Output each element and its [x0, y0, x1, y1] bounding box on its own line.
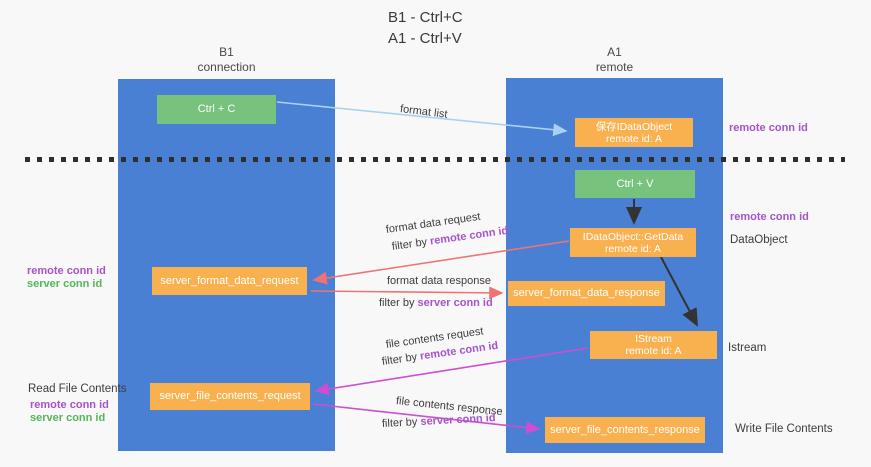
diagram-title: B1 - Ctrl+C A1 - Ctrl+V: [388, 7, 463, 49]
right-column-name: A1: [607, 45, 622, 59]
getdata-line1: IDataObject::GetData: [582, 230, 684, 243]
istream-side-label: Istream: [728, 342, 767, 354]
right-column-header: A1 remote: [506, 45, 723, 75]
server-file-contents-response-label: server_file_contents_response: [550, 423, 700, 436]
server-format-data-response-box: server_format_data_response: [508, 281, 665, 306]
left-column-name: B1: [219, 45, 234, 59]
left-column-header: B1 connection: [118, 45, 335, 75]
format-data-response-label: format data response: [387, 275, 491, 287]
istream-line2: remote id: A: [625, 345, 682, 357]
left-remote-conn-id-1: remote conn id: [27, 265, 106, 277]
getdata-line2: remote id: A: [604, 242, 662, 255]
getdata-box: IDataObject::GetData remote id: A: [570, 228, 696, 257]
save-idataobject-box: 保存IDataObject remote id: A: [575, 118, 693, 147]
format-list-label: format list: [399, 103, 449, 121]
remote-conn-id-label-mid: remote conn id: [730, 211, 809, 223]
filter-by-prefix: filter by: [381, 350, 421, 368]
server-format-data-request-label: server_format_data_request: [160, 274, 299, 287]
format-data-response-arrow: [310, 286, 504, 300]
filter-by-prefix: filter by: [379, 297, 418, 309]
remote-conn-id-label-top: remote conn id: [729, 122, 808, 134]
istream-box: IStream remote id: A: [590, 331, 717, 359]
title-line-1: B1 - Ctrl+C: [388, 9, 463, 26]
filter-by-prefix: filter by: [381, 415, 421, 430]
left-server-conn-id-1: server conn id: [27, 278, 103, 290]
ctrl-v-label: Ctrl + V: [616, 177, 654, 190]
session-separator-dashed-line: [25, 157, 845, 162]
left-server-conn-id-2: server conn id: [30, 412, 106, 424]
server-file-contents-request-box: server_file_contents_request: [150, 383, 310, 410]
ctrl-v-box: Ctrl + V: [575, 170, 695, 198]
istream-line1: IStream: [635, 333, 672, 345]
left-column-role: connection: [197, 60, 256, 74]
filter-by-prefix: filter by: [391, 235, 431, 253]
title-line-2: A1 - Ctrl+V: [388, 30, 462, 47]
server-format-data-response-label: server_format_data_response: [513, 287, 660, 299]
right-column-role: remote: [595, 60, 634, 74]
format-data-response-filter-label: filter by server conn id: [379, 297, 493, 310]
read-file-contents-label: Read File Contents: [28, 383, 127, 395]
ctrl-c-box: Ctrl + C: [157, 95, 276, 124]
ctrl-c-label: Ctrl + C: [197, 103, 236, 115]
left-remote-conn-id-2: remote conn id: [30, 399, 109, 411]
save-idataobject-line1: 保存IDataObject: [595, 120, 673, 133]
server-file-contents-response-box: server_file_contents_response: [545, 417, 705, 443]
dataobject-label: DataObject: [730, 234, 788, 246]
server-file-contents-request-label: server_file_contents_request: [159, 390, 301, 402]
write-file-contents-label: Write File Contents: [735, 423, 833, 435]
server-conn-id-inline: server conn id: [417, 297, 493, 309]
server-format-data-request-box: server_format_data_request: [152, 267, 307, 295]
file-contents-response-filter-label: filter by server conn id: [382, 412, 496, 431]
server-conn-id-inline: server conn id: [420, 412, 496, 428]
save-idataobject-line2: remote id: A: [605, 132, 663, 145]
